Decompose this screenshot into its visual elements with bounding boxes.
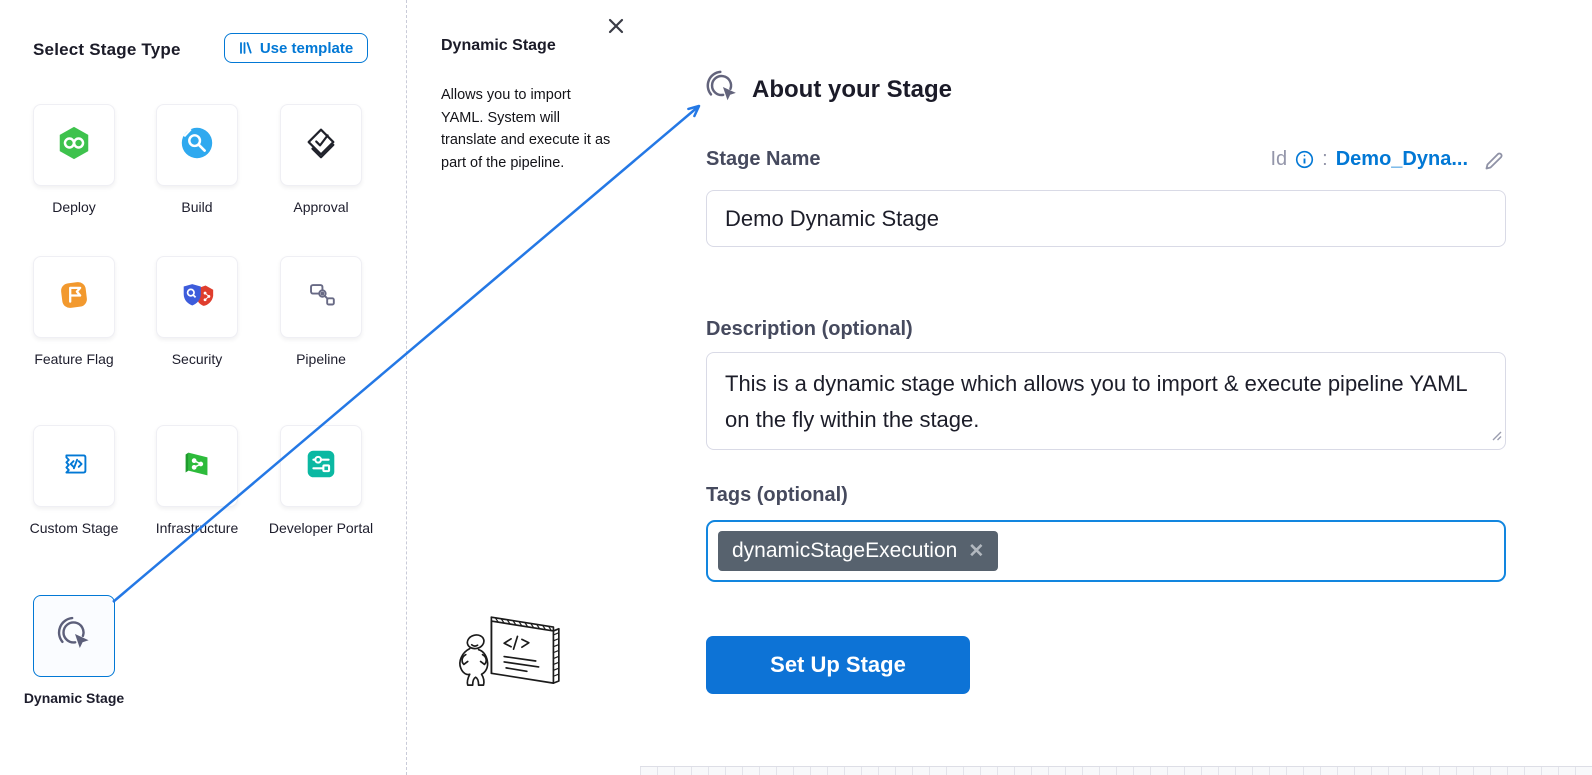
developer-portal-icon bbox=[302, 445, 340, 488]
stage-type-security[interactable]: Security bbox=[156, 256, 238, 368]
build-icon bbox=[178, 124, 216, 167]
info-icon[interactable] bbox=[1295, 150, 1314, 169]
stage-type-developer-portal[interactable]: Developer Portal bbox=[269, 425, 373, 537]
description-textarea[interactable]: This is a dynamic stage which allows you… bbox=[706, 352, 1506, 450]
use-template-button[interactable]: Use template bbox=[224, 33, 368, 63]
deploy-icon bbox=[55, 124, 93, 167]
presenter-whiteboard-illustration bbox=[452, 608, 580, 717]
about-header: About your Stage bbox=[703, 68, 952, 111]
dynamic-stage-icon bbox=[703, 68, 741, 111]
stage-type-dynamic-stage[interactable]: Dynamic Stage bbox=[24, 595, 124, 707]
stage-type-custom-stage[interactable]: Custom Stage bbox=[30, 425, 118, 537]
feature-flag-icon bbox=[55, 276, 93, 319]
stage-type-deploy[interactable]: Deploy bbox=[33, 104, 115, 216]
stage-type-build[interactable]: Build bbox=[156, 104, 238, 216]
pipeline-canvas-grid-edge bbox=[640, 766, 1592, 775]
info-panel-description: Allows you to import YAML. System will t… bbox=[441, 87, 611, 171]
stage-type-feature-flag[interactable]: Feature Flag bbox=[33, 256, 115, 368]
stage-info-panel: Dynamic Stage Allows you to import YAML.… bbox=[408, 0, 640, 775]
tag-chip-text: dynamicStageExecution bbox=[732, 539, 958, 562]
pipeline-icon bbox=[302, 276, 340, 319]
pencil-icon[interactable] bbox=[1484, 149, 1506, 171]
stage-id-value[interactable]: Demo_Dyna... bbox=[1335, 148, 1468, 170]
info-panel-title: Dynamic Stage bbox=[441, 37, 556, 54]
tags-label: Tags (optional) bbox=[706, 484, 848, 506]
id-label: Id bbox=[1270, 148, 1288, 170]
approval-icon bbox=[302, 124, 340, 167]
use-template-label: Use template bbox=[259, 39, 354, 57]
stage-name-label: Stage Name bbox=[706, 148, 821, 170]
stage-name-input[interactable] bbox=[706, 190, 1506, 247]
tags-input[interactable]: dynamicStageExecution ✕ bbox=[706, 520, 1506, 582]
set-up-stage-button[interactable]: Set Up Stage bbox=[706, 636, 970, 694]
close-icon[interactable] bbox=[606, 16, 626, 36]
stage-type-panel: Select Stage Type Use template Deploy Bu… bbox=[0, 0, 407, 775]
stage-type-infrastructure[interactable]: Infrastructure bbox=[156, 425, 238, 537]
stage-id-row: Id : Demo_Dyna... bbox=[1270, 148, 1506, 171]
description-field-wrap: This is a dynamic stage which allows you… bbox=[706, 352, 1506, 450]
stage-type-pipeline[interactable]: Pipeline bbox=[280, 256, 362, 368]
library-icon bbox=[239, 41, 253, 55]
panel-title: Select Stage Type bbox=[33, 40, 181, 59]
tag-chip: dynamicStageExecution ✕ bbox=[718, 531, 999, 571]
about-title: About your Stage bbox=[752, 75, 953, 103]
dynamic-stage-icon bbox=[54, 614, 94, 659]
infrastructure-icon bbox=[178, 445, 216, 488]
custom-stage-icon bbox=[55, 445, 93, 488]
stage-type-approval[interactable]: Approval bbox=[280, 104, 362, 216]
id-separator: : bbox=[1322, 148, 1328, 170]
about-stage-panel: About your Stage Stage Name Id : Demo_Dy… bbox=[640, 0, 1592, 775]
resize-handle-icon[interactable] bbox=[1490, 428, 1502, 446]
security-icon bbox=[178, 276, 216, 319]
remove-tag-icon[interactable]: ✕ bbox=[968, 540, 985, 562]
description-label: Description (optional) bbox=[706, 318, 913, 340]
